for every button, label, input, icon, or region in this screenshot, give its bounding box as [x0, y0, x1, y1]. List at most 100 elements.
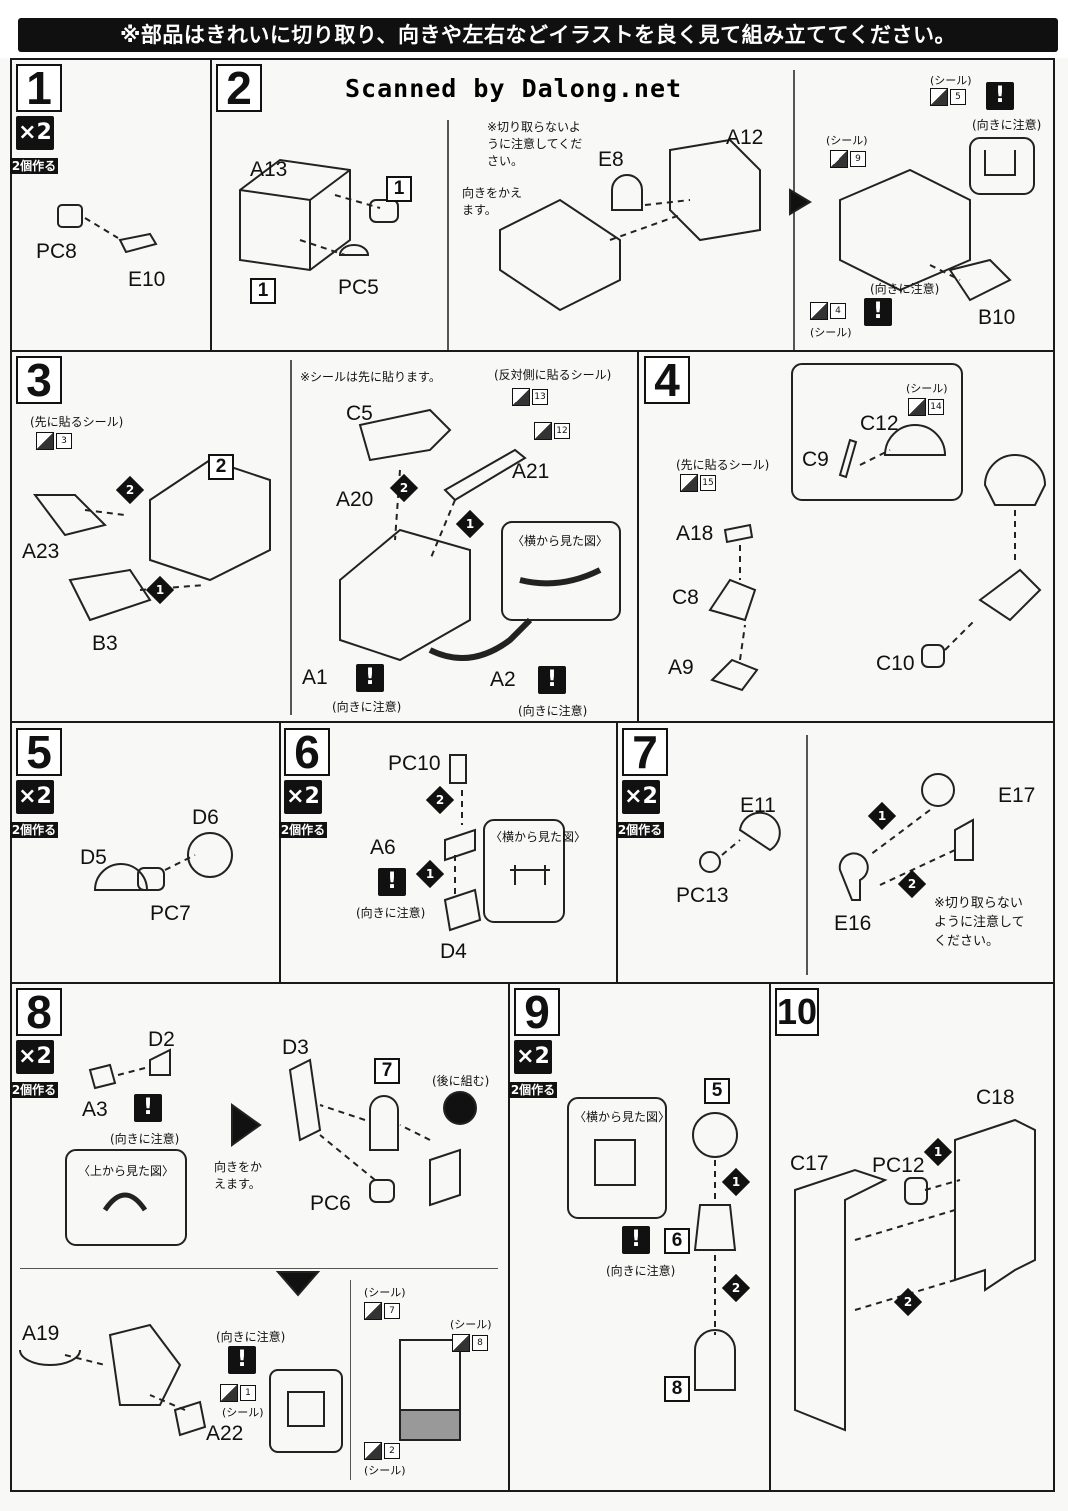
part-label: A18 [676, 522, 713, 546]
part-assembly-2c-shape [839, 168, 971, 292]
part-label: PC5 [338, 276, 379, 300]
step-number: 9 [514, 988, 560, 1036]
part-label: PC12 [872, 1154, 925, 1178]
sticker-first-note: ※シールは先に貼ります。 [300, 370, 441, 384]
pre-sticker-note: (先に貼るシール) [30, 415, 124, 429]
cut-caution-note: ※切り取らないように注意してください。 [934, 896, 1025, 949]
sticker-ref: 12 [534, 422, 570, 440]
part-label-text: D2 [148, 1028, 175, 1051]
part-label: E8 [598, 148, 624, 172]
part-6-shape [693, 1204, 737, 1251]
part-a23-shape [33, 494, 107, 537]
step-number: 4 [644, 356, 690, 404]
sticker-ref: 4 [810, 302, 846, 320]
make-two-label: 2個作る [10, 822, 58, 838]
step-number: 3 [16, 356, 62, 404]
sticker-label: (シール) [930, 74, 972, 87]
part-label-text: A3 [82, 1098, 108, 1121]
part-label: E10 [128, 268, 165, 292]
part-pc7-shape [137, 867, 165, 891]
part-b10-shape [948, 258, 1012, 302]
cut-caution-note: ※切り取らないように注意してください。 [487, 120, 583, 168]
part-label-text: D3 [282, 1036, 309, 1059]
x2-badge: ×2 [16, 780, 54, 814]
part-label-text: E11 [740, 794, 776, 817]
side-view-label: 〈横から見た図〉 [512, 534, 609, 548]
sticker-ref: 15 [680, 474, 716, 492]
part-label: A19 [22, 1322, 59, 1346]
order-marker: 2 [115, 475, 145, 505]
x2-badge: ×2 [16, 116, 54, 150]
part-label-text: E10 [128, 268, 166, 291]
part-label: D4 [440, 940, 467, 964]
part-part-back-shape [429, 1148, 461, 1207]
part-label: E16 [834, 912, 871, 936]
x2-badge: ×2 [514, 1040, 552, 1074]
order-marker: 1 [455, 509, 485, 539]
part-c10-shape [921, 644, 945, 668]
part-label-text: PC12 [872, 1154, 925, 1177]
ref-box: 8 [664, 1376, 690, 1402]
part-label-text: A12 [726, 126, 764, 149]
x2-badge: ×2 [16, 1040, 54, 1074]
sticker-ref: 8 [452, 1334, 488, 1352]
ref-box: 1 [250, 278, 276, 304]
part-pc12-shape [904, 1177, 928, 1205]
part-label-text: PC6 [310, 1192, 351, 1215]
step-number: 5 [16, 728, 62, 776]
order-marker: 1 [923, 1137, 953, 1167]
part-label-text: A18 [676, 522, 714, 545]
sticker-ref: 2 [364, 1442, 400, 1460]
sticker-number: 2 [384, 1443, 400, 1459]
make-two-label: 2個作る [509, 1082, 557, 1098]
caution-note: (向きに注意) [972, 118, 1042, 132]
ref-box: 5 [704, 1078, 730, 1104]
part-a18-shape [723, 523, 754, 544]
part-label: E17 [998, 784, 1035, 808]
part-label: PC8 [36, 240, 77, 264]
caution-icon: ! [986, 82, 1014, 110]
sticker-ref: 14 [908, 398, 944, 416]
grid-line [447, 120, 449, 350]
sticker-number: 4 [830, 303, 846, 319]
turn-note: 向きをかえます。 [462, 186, 523, 217]
part-label-text: PC7 [150, 902, 191, 925]
part-a9-shape [710, 658, 759, 692]
assemble-later-note: (後に組む) [432, 1074, 490, 1088]
part-d6-shape [187, 832, 233, 878]
part-d5-shape [93, 863, 149, 891]
part-5-shape [692, 1112, 738, 1158]
top-view-label: 〈上から見た図〉 [78, 1164, 175, 1178]
order-marker: 1 [145, 575, 175, 605]
part-pc10-shape [449, 754, 467, 784]
part-label-text: D6 [192, 806, 219, 829]
part-assembly-2b-shape [499, 198, 621, 312]
part-label-text: A9 [668, 656, 694, 679]
part-label-text: C12 [860, 412, 899, 435]
part-e11-shape [738, 811, 781, 852]
part-d2-shape [149, 1048, 171, 1076]
step-number: 6 [284, 728, 330, 776]
part-c5-shape [358, 408, 452, 462]
part-label: C17 [790, 1152, 829, 1176]
side-view-label: 〈横から見た図〉 [574, 1110, 671, 1124]
part-label: A6 [370, 836, 396, 860]
part-pc6-shape [369, 1179, 395, 1203]
grid-line [806, 735, 808, 975]
x2-badge: ×2 [284, 780, 322, 814]
part-label-text: A1 [302, 666, 328, 689]
step-number: 7 [622, 728, 668, 776]
caution-note: (向きに注意) [870, 282, 940, 296]
grid-line [290, 360, 292, 715]
part-label: C10 [876, 652, 915, 676]
part-label-text: E8 [598, 148, 624, 171]
ref-box: 6 [664, 1228, 690, 1254]
make-two-label: 2個作る [279, 822, 327, 838]
part-label-text: A6 [370, 836, 396, 859]
part-label-text: PC13 [676, 884, 729, 907]
sticker-number: 14 [928, 399, 944, 415]
part-label: PC13 [676, 884, 729, 908]
part-label: A2 [490, 668, 516, 692]
